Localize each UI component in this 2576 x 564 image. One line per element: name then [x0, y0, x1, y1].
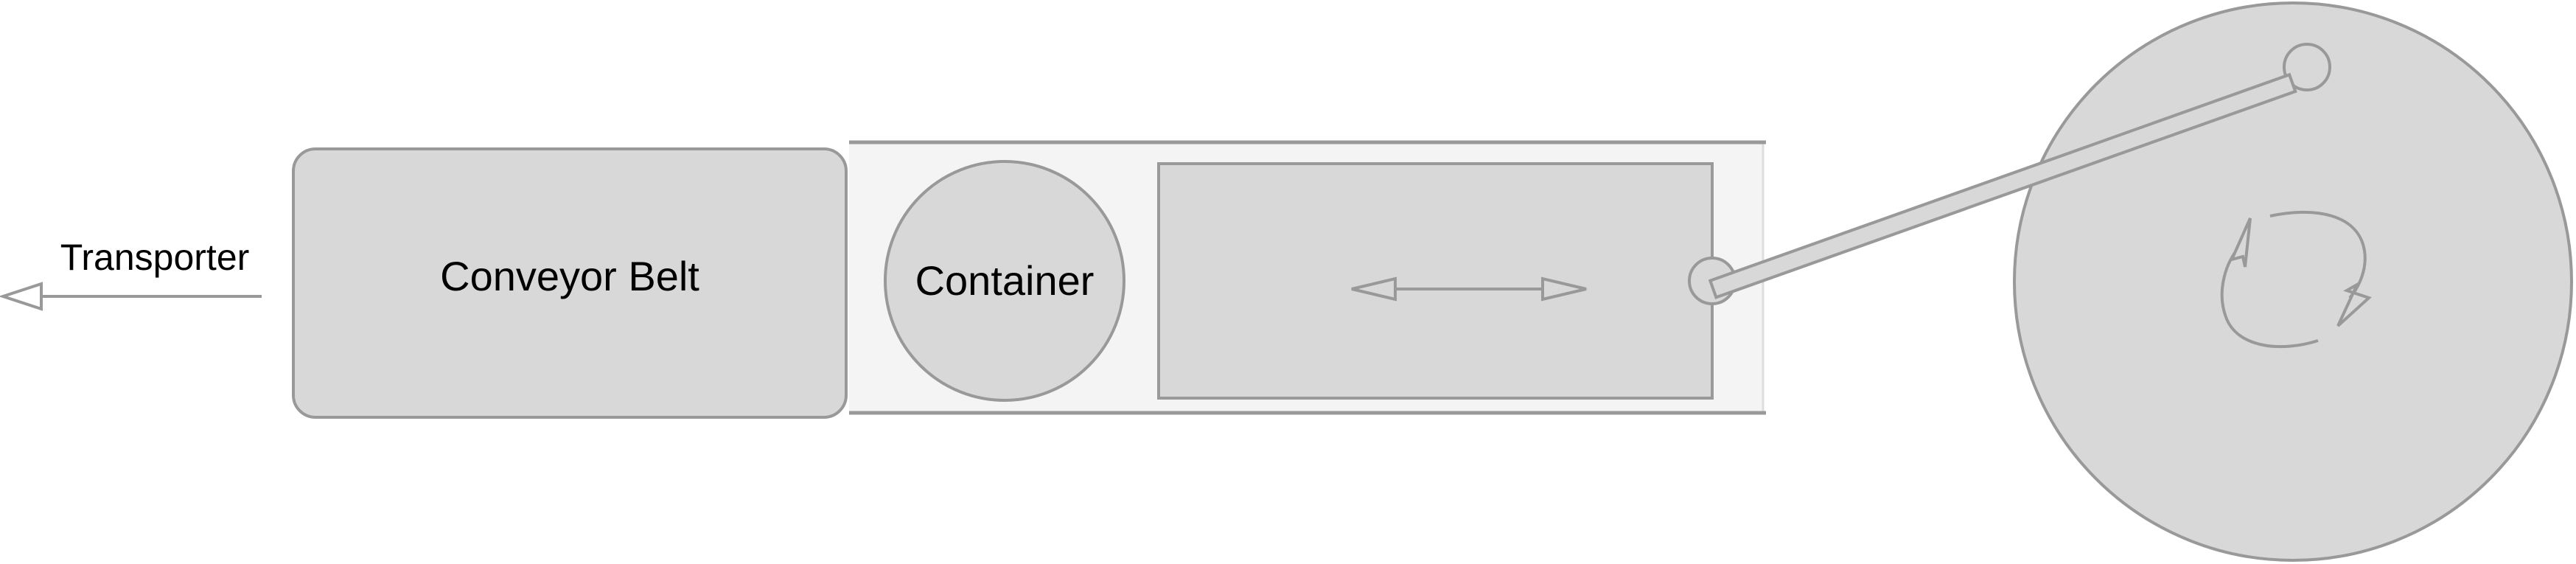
motion-arrowhead-right [1541, 276, 1587, 302]
connecting-rod-overlay [1708, 72, 2297, 299]
transporter-label: Transporter [60, 237, 250, 278]
transporter-arrowhead [0, 282, 43, 311]
conveyor-belt [292, 147, 848, 419]
rotation-arrowhead-upper [2229, 217, 2252, 268]
piston-block [1157, 162, 1714, 400]
rotation-arrowhead-lower [2336, 281, 2372, 327]
container-label: Container [915, 257, 1095, 304]
rotation-arrow-lower [2220, 249, 2319, 349]
rod-pivot-flywheel [2283, 43, 2331, 91]
motion-arrowhead-left [1351, 276, 1397, 302]
container [884, 160, 1125, 402]
conveyor-belt-label: Conveyor Belt [440, 253, 699, 299]
